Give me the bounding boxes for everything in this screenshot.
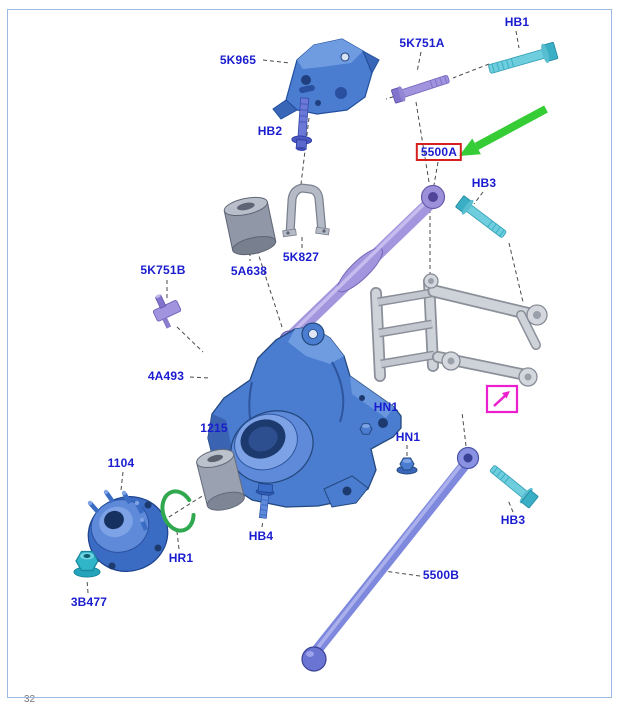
part-label-5k965[interactable]: 5K965	[219, 53, 257, 67]
part-snap-ring-hr1	[160, 489, 196, 533]
part-stud-5k751b	[152, 294, 182, 329]
part-bolt-hb1	[488, 41, 559, 74]
part-bushing-5a638	[223, 196, 277, 256]
part-bolt-hb2	[291, 97, 313, 151]
part-label-5k751a[interactable]: 5K751A	[399, 36, 445, 50]
part-lower-arm-5500b	[301, 446, 480, 672]
part-label-hn1-lower[interactable]: HN1	[395, 430, 421, 444]
part-label-hb1[interactable]: HB1	[504, 15, 530, 29]
part-knuckle-4a493	[207, 322, 402, 508]
part-label-5500b[interactable]: 5500B	[422, 568, 460, 582]
part-nut-3b477	[73, 550, 101, 578]
part-label-1104[interactable]: 1104	[107, 456, 135, 470]
part-label-hb3-upper[interactable]: HB3	[471, 176, 497, 190]
part-label-5500a-highlighted[interactable]: 5500A	[415, 143, 463, 161]
part-label-4a493[interactable]: 4A493	[147, 369, 185, 383]
part-bolt-5k751a	[391, 75, 450, 104]
part-bolt-hb4	[255, 483, 275, 519]
part-label-5a638[interactable]: 5A638	[230, 264, 268, 278]
part-label-hr1[interactable]: HR1	[168, 551, 194, 565]
part-label-5k751b[interactable]: 5K751B	[140, 263, 186, 277]
part-label-hn1-upper[interactable]: HN1	[373, 400, 399, 414]
pointer-arrow-icon	[459, 105, 548, 156]
part-label-hb2[interactable]: HB2	[257, 124, 283, 138]
part-bracket-5k965	[272, 38, 380, 120]
part-label-3b477[interactable]: 3B477	[70, 595, 108, 609]
page-footer-mark: 32	[24, 694, 36, 705]
related-link-callout-icon[interactable]	[485, 384, 519, 414]
part-retainer-5k827	[282, 183, 330, 238]
part-nut-hn1-upper	[359, 423, 373, 435]
part-label-5k827[interactable]: 5K827	[282, 250, 320, 264]
part-bolt-hb3-lower	[489, 465, 539, 509]
part-label-hb3-lower[interactable]: HB3	[500, 513, 526, 527]
part-bushing-1215	[196, 448, 245, 511]
part-bolt-hb3-upper	[455, 195, 507, 238]
part-hub-1104	[87, 489, 169, 572]
part-nut-hn1-lower	[396, 457, 418, 475]
part-label-1215[interactable]: 1215	[200, 421, 228, 435]
subframe-assembly	[370, 273, 548, 387]
part-label-hb4[interactable]: HB4	[248, 529, 274, 543]
